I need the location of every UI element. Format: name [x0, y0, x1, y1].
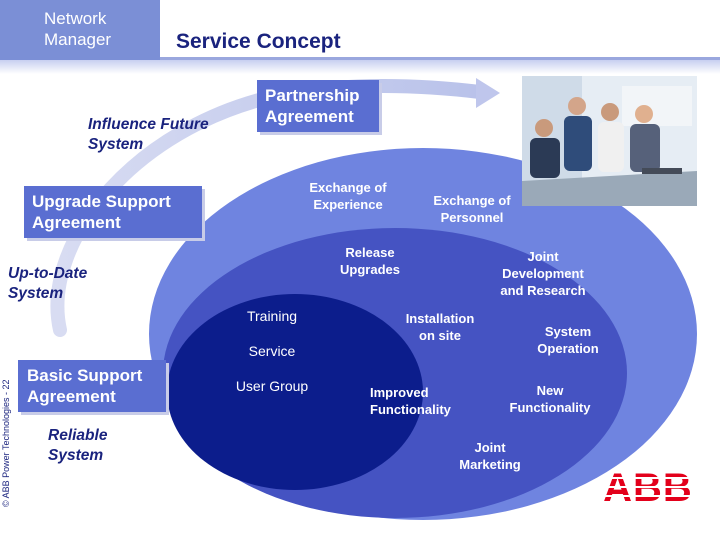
reliable-system-label: Reliable System: [48, 427, 108, 464]
header-band: [0, 60, 720, 74]
joint-development-label: Joint Development and Research: [500, 249, 586, 298]
meeting-photo-illustration: [522, 76, 697, 206]
partnership-agreement-label: Partnership Agreement: [265, 86, 360, 126]
basic-support-agreement-label: Basic Support Agreement: [27, 366, 143, 406]
system-operation-label: System Operation: [537, 324, 599, 356]
section-tag: Network Manager: [0, 0, 160, 60]
partnership-agreement-box: Partnership Agreement: [257, 80, 379, 132]
growth-arrow-head: [476, 78, 500, 108]
user-group-label: User Group: [235, 378, 309, 394]
release-upgrades-label: Release Upgrades: [340, 245, 400, 277]
joint-marketing-label: Joint Marketing: [459, 440, 521, 472]
up-to-date-system-label: Up-to-Date System: [8, 265, 88, 302]
influence-future-system-label: Influence Future System: [88, 116, 209, 153]
meeting-photo: [522, 76, 697, 206]
installation-on-site-label: Installation on site: [405, 311, 475, 343]
abb-logo: ABB: [600, 466, 696, 506]
training-label: Training: [246, 308, 298, 324]
service-label: Service: [248, 343, 296, 359]
copyright-note: © ABB Power Technologies - 22: [1, 379, 11, 507]
improved-functionality-label: Improved Functionality: [370, 385, 451, 417]
growth-arrow: [50, 79, 487, 337]
upgrade-support-agreement-box: Upgrade Support Agreement: [24, 186, 202, 238]
inner-ellipse: [167, 294, 423, 490]
basic-support-agreement-box: Basic Support Agreement: [18, 360, 166, 412]
page-title: Service Concept: [176, 30, 341, 53]
section-tag-label: Network Manager: [44, 9, 112, 49]
new-functionality-label: New Functionality: [509, 383, 591, 415]
header-rule: [160, 57, 720, 60]
exchange-of-personnel-label: Exchange of Personnel: [433, 193, 511, 225]
upgrade-support-agreement-label: Upgrade Support Agreement: [32, 192, 171, 232]
exchange-of-experience-label: Exchange of Experience: [309, 180, 387, 212]
